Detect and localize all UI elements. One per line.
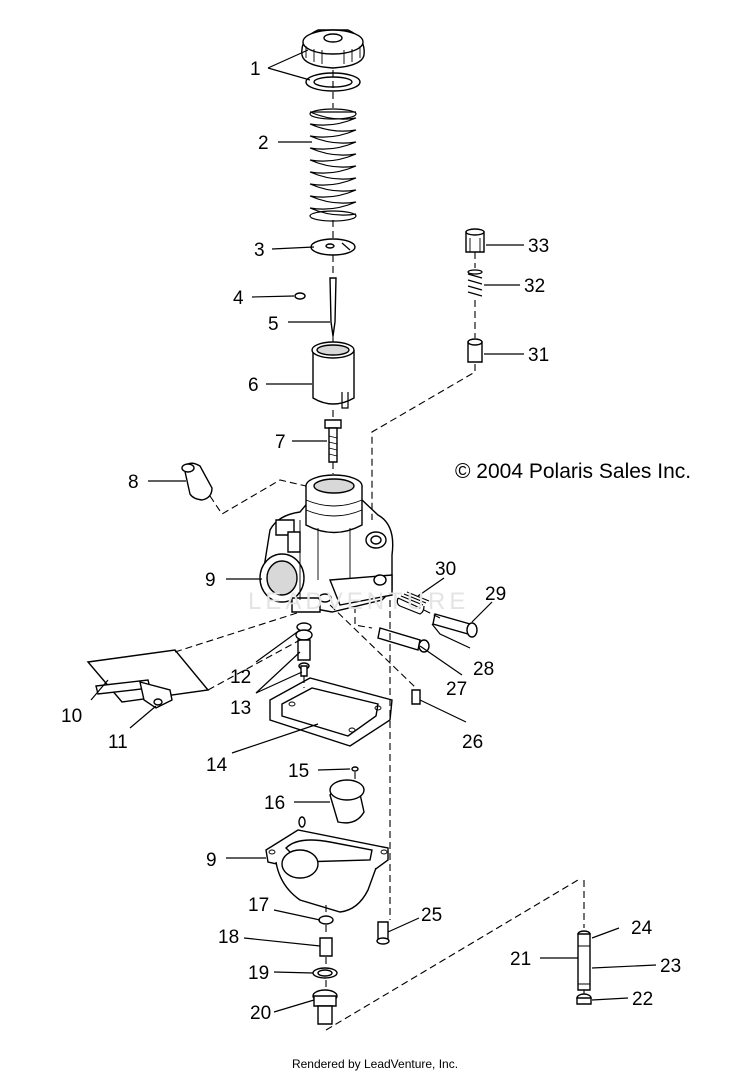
part-jet-washer [295, 622, 313, 641]
callout-28: 28 [473, 659, 494, 680]
assembly-dashed-lines [174, 70, 585, 1031]
callout-1: 1 [250, 59, 261, 80]
callout-31: 31 [528, 345, 549, 366]
part-idle-spring [396, 591, 430, 615]
part-small-plunger [467, 338, 483, 363]
callout-23: 23 [660, 956, 681, 977]
callout-17: 17 [248, 895, 269, 916]
part-slide-screw [324, 419, 342, 463]
callout-32: 32 [524, 276, 545, 297]
part-idle-screw [432, 613, 478, 638]
callout-10: 10 [61, 706, 82, 727]
callout-11: 11 [108, 732, 128, 753]
callout-16: 16 [264, 793, 285, 814]
callout-26: 26 [462, 732, 483, 753]
part-float [329, 779, 365, 824]
part-bowl-gasket [269, 677, 393, 747]
callout-9-body: 9 [205, 570, 216, 591]
callout-13: 13 [230, 698, 251, 719]
part-drain-plug [312, 989, 338, 1025]
part-spring [309, 108, 357, 222]
callout-2: 2 [258, 133, 269, 154]
callout-labels: 1 2 3 4 5 6 7 8 9 9 10 11 12 13 14 15 16… [61, 59, 681, 1024]
part-float-pin [351, 766, 359, 772]
callout-12: 12 [230, 667, 251, 688]
callout-15: 15 [288, 761, 309, 782]
part-drain-washer [318, 915, 334, 925]
part-carburetor-body [259, 474, 394, 613]
callout-27: 27 [446, 679, 467, 700]
part-pump-rod [577, 930, 591, 991]
callout-22: 22 [632, 989, 653, 1010]
part-retainer-plate [310, 238, 356, 256]
part-float-bowl [265, 816, 389, 913]
callout-19: 19 [248, 963, 269, 984]
callout-14: 14 [206, 755, 228, 776]
copyright-notice: © 2004 Polaris Sales Inc. [455, 460, 692, 483]
part-vent-cap [181, 462, 213, 501]
callout-4: 4 [233, 288, 244, 309]
part-jet-needle [329, 277, 337, 337]
callout-7: 7 [275, 432, 286, 453]
callout-21: 21 [510, 949, 531, 970]
callout-25: 25 [421, 905, 442, 926]
part-cap [301, 29, 365, 69]
watermark-text: LEADVENTURE [248, 588, 470, 615]
part-cable-plate [86, 649, 210, 709]
render-credit: Rendered by LeadVenture, Inc. [291, 1057, 459, 1071]
callout-3: 3 [254, 240, 265, 261]
part-bowl-screw [376, 921, 390, 945]
callout-30: 30 [435, 559, 456, 580]
part-throttle-slide [311, 341, 355, 409]
callout-29: 29 [485, 584, 506, 605]
part-e-clip [294, 292, 306, 300]
callout-33: 33 [528, 236, 549, 257]
callout-20: 20 [250, 1003, 271, 1024]
callout-9-bowl: 9 [206, 850, 217, 871]
part-drain-jet [319, 937, 333, 957]
part-pilot-screw [377, 627, 430, 653]
callout-6: 6 [248, 375, 259, 396]
part-drain-oring [312, 967, 338, 979]
part-main-jets [297, 639, 311, 677]
part-fitting [465, 228, 485, 253]
part-small-screw [411, 689, 421, 705]
callout-18: 18 [218, 927, 239, 948]
callout-24: 24 [631, 918, 653, 939]
part-small-spring [467, 269, 483, 297]
callout-8: 8 [128, 472, 139, 493]
part-pump-cap [576, 993, 592, 1005]
callout-5: 5 [268, 314, 279, 335]
leader-lines [90, 49, 657, 1013]
